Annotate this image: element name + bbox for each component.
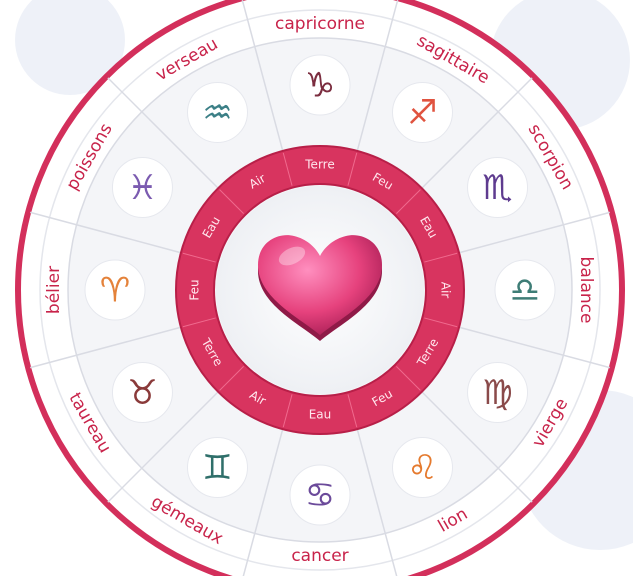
sign-label: balance: [576, 257, 596, 324]
sector-divider: [30, 211, 181, 254]
sector-divider: [241, 429, 284, 580]
sign-label: cancer: [291, 546, 348, 566]
sign-label: capricorne: [275, 14, 365, 34]
svg-text:♏: ♏: [482, 168, 512, 208]
element-divider: [424, 252, 458, 263]
element-divider: [396, 189, 421, 214]
element-divider: [182, 317, 216, 328]
sign-label: bélier: [44, 266, 64, 314]
sector-divider: [356, 0, 399, 151]
bull-icon: ♉: [111, 362, 173, 423]
svg-text:♊: ♊: [202, 448, 232, 488]
fish-icon: ♓: [111, 157, 173, 218]
sector-divider: [30, 326, 181, 369]
element-divider: [424, 317, 458, 328]
svg-text:♓: ♓: [127, 168, 157, 208]
sector-divider: [107, 392, 218, 503]
element-divider: [347, 152, 358, 186]
lion-icon: ♌: [392, 437, 453, 499]
svg-text:♐: ♐: [407, 93, 437, 133]
sector-divider: [356, 429, 399, 580]
goat-icon: ♑: [289, 54, 351, 116]
sector-divider: [107, 77, 218, 188]
svg-text:♒: ♒: [202, 93, 232, 133]
element-divider: [282, 394, 293, 428]
ram-icon: ♈: [84, 259, 146, 321]
element-label: Terre: [304, 158, 334, 172]
element-divider: [347, 394, 358, 428]
svg-text:♉: ♉: [127, 373, 157, 413]
element-divider: [282, 152, 293, 186]
sector-divider: [422, 77, 533, 188]
element-ring-edge-inner: [213, 183, 427, 397]
sector-dividers: [30, 0, 610, 580]
svg-text:♈: ♈: [100, 271, 130, 311]
element-ring-edge-outer: [175, 145, 465, 435]
sector-divider: [422, 392, 533, 503]
svg-text:♋: ♋: [305, 476, 335, 516]
svg-text:♌: ♌: [407, 448, 437, 488]
crab-icon: ♋: [289, 464, 351, 526]
svg-text:♍: ♍: [482, 373, 512, 413]
sector-divider: [459, 326, 610, 369]
svg-text:♎: ♎: [510, 271, 540, 311]
element-divider: [219, 366, 244, 391]
element-divider: [182, 252, 216, 263]
sector-divider: [241, 0, 284, 151]
element-label: Feu: [188, 279, 202, 300]
masks-icon: ♊: [187, 437, 248, 499]
element-divider: [396, 366, 421, 391]
element-label: Air: [439, 282, 453, 299]
scales-icon: ♎: [494, 259, 556, 321]
scorpion-icon: ♏: [467, 157, 529, 218]
svg-text:♑: ♑: [305, 66, 335, 106]
heart-icon: [258, 235, 382, 341]
water-bearer-icon: ♒: [187, 81, 248, 143]
element-label: Eau: [309, 408, 332, 422]
sign-icons: ♑ ♐ ♏ ♎ ♍ ♌ ♋ ♊ ♉ ♈ ♓ ♒: [84, 54, 556, 526]
sector-divider: [459, 211, 610, 254]
bow-arrow-icon: ♐: [392, 81, 453, 143]
maiden-icon: ♍: [467, 362, 529, 423]
element-divider: [219, 189, 244, 214]
element-ring: [176, 146, 464, 434]
